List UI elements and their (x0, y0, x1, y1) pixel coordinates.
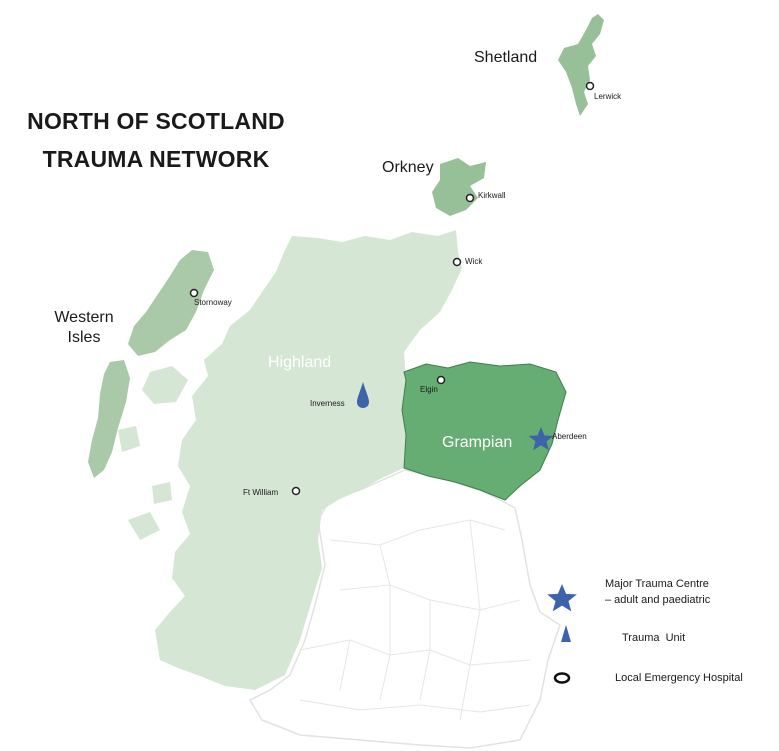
grampian-region (401, 361, 567, 501)
town-label-kirkwall: Kirkwall (478, 191, 506, 200)
orkney-region (432, 158, 486, 216)
southern-scotland (248, 469, 561, 749)
southern-scotland-outline (248, 469, 561, 749)
hospital-marker-stornoway[interactable] (189, 288, 199, 298)
hospital-marker-kirkwall[interactable] (465, 193, 475, 203)
western-isles-region (88, 250, 214, 478)
legend-major-trauma-centre: Major Trauma Centre – adult and paediatr… (605, 576, 710, 608)
legend-major-trauma-centre-line-2: – adult and paediatric (605, 594, 711, 606)
southern-council-boundaries (299, 519, 531, 721)
town-label-inverness: Inverness (310, 399, 345, 408)
orkney-shape (432, 158, 486, 216)
town-label-lerwick: Lerwick (594, 92, 622, 101)
legend-hospital-ring-icon (553, 672, 571, 684)
hospital-marker-elgin[interactable] (436, 375, 446, 385)
major-trauma-centre-marker-aberdeen[interactable] (528, 427, 554, 451)
region-label-orkney: Orkney (382, 159, 434, 176)
trauma-unit-marker-inverness[interactable] (357, 382, 369, 408)
shetland-region (558, 14, 604, 116)
legend-symbols (547, 584, 577, 684)
hospital-marker-wick[interactable] (452, 257, 462, 267)
map-title-line-2: TRAUMA NETWORK (42, 146, 270, 172)
region-label-highland: Highland (268, 354, 332, 371)
grampian-shape (401, 361, 567, 501)
lewis-harris-shape (128, 250, 214, 356)
legend-major-trauma-centre-line-1: Major Trauma Centre (605, 578, 709, 590)
highland-shape (155, 230, 462, 690)
town-label-ft-william: Ft William (243, 488, 279, 497)
region-label-grampian: Grampian (442, 434, 513, 451)
hospital-markers (189, 81, 595, 496)
shetland-shape (558, 14, 604, 116)
hospital-marker-ft-william[interactable] (291, 486, 301, 496)
legend-star-icon (547, 584, 577, 612)
region-label-western-isles: Western Isles (44, 308, 124, 348)
region-label-western-isles-line-2: Isles (67, 329, 101, 346)
region-label-shetland: Shetland (474, 49, 538, 66)
town-label-wick: Wick (465, 257, 483, 266)
highland-region (118, 230, 462, 690)
highland-coast-islands (118, 366, 196, 660)
legend-local-emergency-hospital: Local Emergency Hospital (615, 672, 743, 684)
region-label-western-isles-line-1: Western (54, 309, 114, 326)
town-label-elgin: Elgin (420, 385, 438, 394)
uist-barra-shape (88, 360, 130, 478)
hospital-marker-lerwick[interactable] (585, 81, 595, 91)
town-label-stornoway: Stornoway (194, 298, 232, 307)
legend-trauma-unit-icon (561, 625, 571, 642)
legend-trauma-unit: Trauma Unit (622, 632, 686, 644)
map-title-line-1: NORTH OF SCOTLAND (27, 108, 285, 134)
town-label-aberdeen: Aberdeen (552, 432, 587, 441)
